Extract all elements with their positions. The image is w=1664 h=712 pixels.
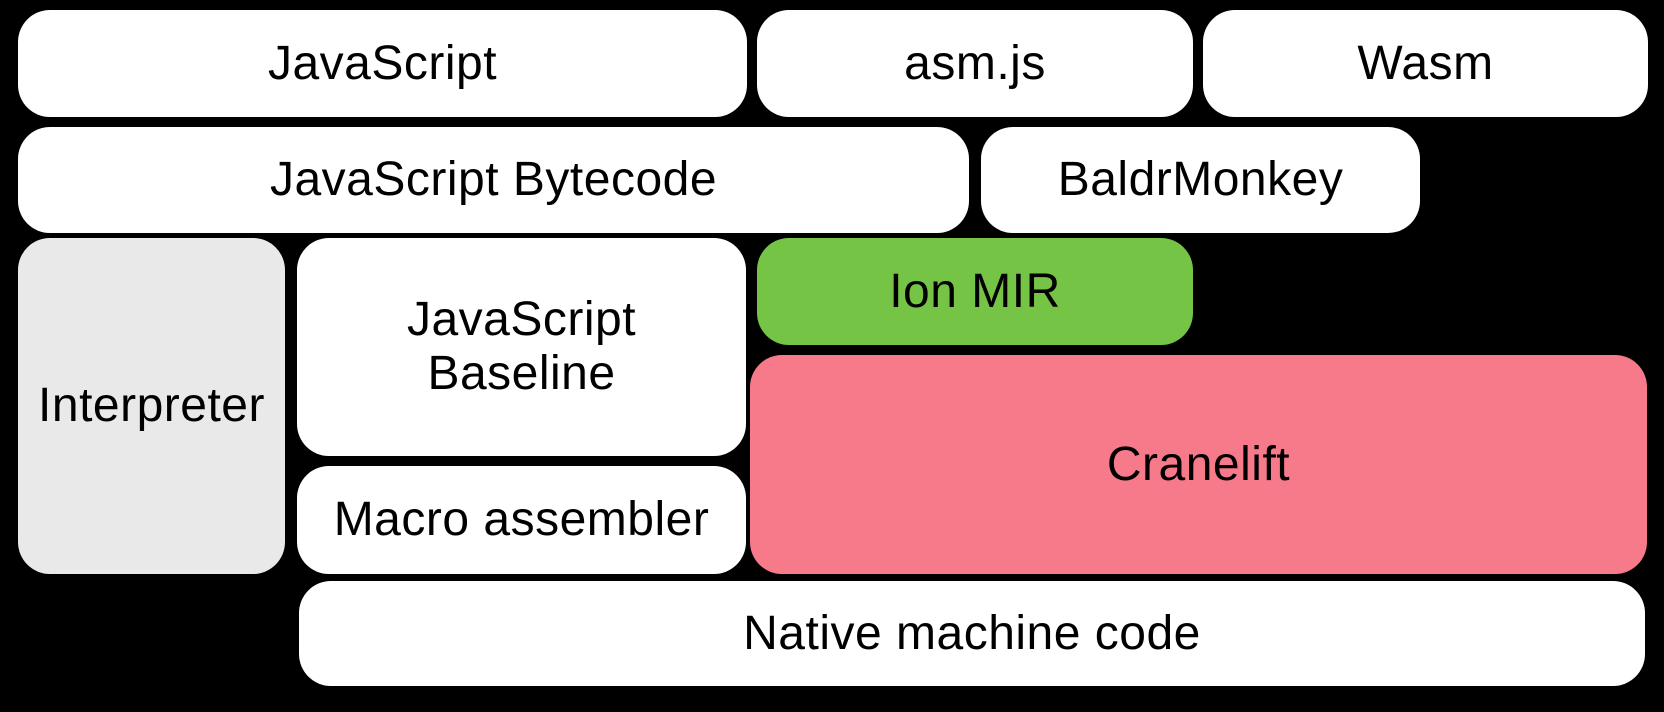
box-macro-assembler: Macro assembler — [297, 466, 746, 574]
box-asmjs-label: asm.js — [904, 36, 1046, 90]
box-wasm: Wasm — [1203, 10, 1648, 117]
box-interpreter: Interpreter — [18, 238, 285, 574]
box-javascript-baseline: JavaScript Baseline — [297, 238, 746, 456]
box-ion-mir: Ion MIR — [757, 238, 1193, 345]
box-native-machine-code-label: Native machine code — [743, 606, 1201, 660]
box-javascript: JavaScript — [18, 10, 747, 117]
box-wasm-label: Wasm — [1357, 36, 1494, 90]
box-javascript-label: JavaScript — [267, 36, 498, 90]
box-baldrmonkey: BaldrMonkey — [981, 127, 1420, 233]
box-baldrmonkey-label: BaldrMonkey — [1057, 153, 1344, 207]
box-cranelift: Cranelift — [750, 355, 1647, 574]
box-cranelift-label: Cranelift — [1106, 437, 1291, 491]
box-interpreter-label: Interpreter — [38, 379, 265, 433]
box-javascript-baseline-label: JavaScript Baseline — [406, 293, 637, 400]
box-ion-mir-label: Ion MIR — [889, 264, 1061, 318]
box-asmjs: asm.js — [757, 10, 1193, 117]
box-native-machine-code: Native machine code — [299, 581, 1645, 686]
box-javascript-bytecode-label: JavaScript Bytecode — [269, 153, 718, 207]
box-javascript-bytecode: JavaScript Bytecode — [18, 127, 969, 233]
box-macro-assembler-label: Macro assembler — [333, 493, 710, 547]
